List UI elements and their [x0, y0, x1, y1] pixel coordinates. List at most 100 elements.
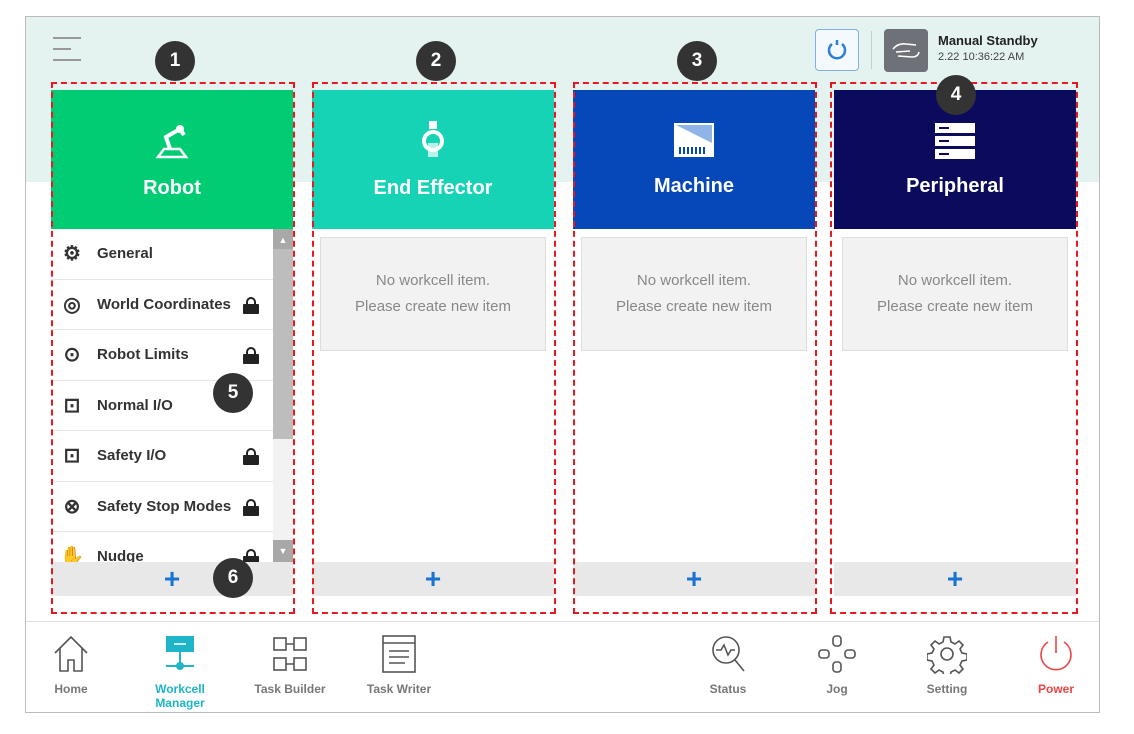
annotation-badge-1: 1 [155, 41, 195, 81]
nav-setting[interactable]: Setting [897, 634, 997, 696]
nav-task-writer-label: Task Writer [366, 682, 432, 696]
annotation-badge-4: 4 [936, 75, 976, 115]
peripheral-column: Peripheral No workcell item. Please creat… [834, 90, 1076, 596]
robot-setting-item[interactable]: ⚙ General [51, 229, 273, 280]
nav-workcell-label: Workcell Manager [155, 682, 205, 710]
add-end-effector-button[interactable]: + [312, 562, 554, 596]
robot-setting-item[interactable]: ⊙ Robot Limits [51, 330, 273, 381]
lock-icon [243, 498, 259, 516]
nav-task-builder[interactable]: Task Builder [240, 634, 340, 696]
empty-line-2: Please create new item [355, 298, 511, 315]
annotation-badge-2: 2 [416, 41, 456, 81]
peripheral-title: Peripheral [906, 175, 1004, 197]
nav-jog[interactable]: Jog [787, 634, 887, 696]
hand-icon [892, 42, 920, 58]
refresh-icon [827, 40, 847, 60]
nav-status[interactable]: Status [678, 634, 778, 696]
nav-task-builder-label: Task Builder [254, 682, 326, 696]
stop-icon: ⊗ [63, 495, 81, 518]
item-label: Normal I/O [97, 396, 173, 414]
io-icon: ⊡ [63, 394, 81, 417]
task-writer-icon [382, 635, 416, 673]
nav-divider [26, 621, 1099, 622]
add-robot-item-button[interactable]: + [51, 562, 293, 596]
divider [871, 31, 872, 69]
item-label: General [97, 245, 153, 263]
server-icon [935, 123, 975, 159]
machine-icon [674, 123, 714, 157]
gear-icon [927, 636, 967, 674]
lock-icon [243, 347, 259, 364]
robot-header[interactable]: Robot [51, 90, 293, 229]
workcell-icon [166, 636, 194, 670]
nav-power-label: Power [1037, 682, 1074, 696]
robot-setting-item[interactable]: ⊗ Safety Stop Modes [51, 482, 273, 532]
scrollbar-thumb[interactable] [273, 249, 293, 439]
nudge-icon: ✋ [59, 546, 85, 562]
manual-mode-button[interactable] [884, 29, 928, 72]
safety-io-icon: ⊡ [63, 445, 81, 468]
robot-setting-item[interactable]: ◎ World Coordinates [51, 280, 273, 330]
limit-icon: ⊙ [63, 344, 81, 367]
nav-jog-label: Jog [826, 682, 848, 696]
lock-icon [243, 549, 259, 562]
nav-status-label: Status [709, 682, 747, 696]
add-peripheral-button[interactable]: + [834, 562, 1076, 596]
empty-message: No workcell item. Please create new item [581, 237, 807, 351]
item-label: Safety I/O [97, 447, 167, 465]
item-label: Robot Limits [97, 346, 189, 364]
scroll-down-icon[interactable]: ▼ [273, 540, 293, 562]
hamburger-menu-icon[interactable] [53, 37, 81, 63]
robot-column: Robot ⚙ General ◎ World Coordinates ⊙ Robot L… [51, 90, 293, 596]
scrollbar[interactable]: ▲ ▼ [273, 229, 293, 562]
empty-line-2: Please create new item [877, 298, 1033, 315]
nav-home-label: Home [54, 682, 88, 696]
machine-title: Machine [653, 175, 735, 197]
refresh-button[interactable] [815, 29, 859, 71]
home-icon [54, 635, 88, 672]
status-datetime: 2.22 10:36:22 AM [938, 51, 1025, 63]
robot-arm-icon: ⚙ [63, 243, 81, 266]
nav-setting-label: Setting [926, 682, 968, 696]
robot-setting-item[interactable]: ⊡ Safety I/O [51, 431, 273, 482]
end-effector-title: End Effector [373, 177, 493, 199]
empty-line-1: No workcell item. [897, 272, 1013, 289]
status-icon [712, 636, 745, 672]
gripper-icon [422, 121, 444, 157]
nav-home[interactable]: Home [21, 634, 121, 696]
lock-icon [243, 448, 259, 465]
nav-task-writer[interactable]: Task Writer [349, 634, 449, 696]
item-label: Nudge [97, 548, 144, 562]
app-window: Manual Standby 2.22 10:36:22 AM Robot ⚙ G… [25, 16, 1100, 713]
globe-icon: ◎ [63, 293, 81, 316]
scroll-up-icon[interactable]: ▲ [273, 229, 293, 251]
annotation-badge-3: 3 [677, 41, 717, 81]
robot-setting-item[interactable]: ⊡ Normal I/O [51, 381, 273, 431]
machine-column: Machine No workcell item. Please create n… [573, 90, 815, 596]
robot-settings-list: ⚙ General ◎ World Coordinates ⊙ Robot Limits ⊡… [51, 229, 273, 562]
power-icon [1040, 636, 1072, 671]
add-machine-button[interactable]: + [573, 562, 815, 596]
robot-setting-item[interactable]: ✋ Nudge [51, 532, 273, 562]
end-effector-header[interactable]: End Effector [312, 90, 554, 229]
nav-power[interactable]: Power [1006, 634, 1106, 696]
item-label: Safety Stop Modes [97, 497, 232, 515]
jog-icon [818, 635, 856, 673]
robot-title: Robot [143, 177, 201, 199]
robot-status: Manual Standby 2.22 10:36:22 AM [938, 33, 1038, 63]
item-label: World Coordinates [97, 295, 231, 313]
robot-arm-icon [155, 125, 189, 159]
machine-header[interactable]: Machine [573, 90, 815, 229]
task-builder-icon [273, 637, 307, 671]
end-effector-column: End Effector No workcell item. Please cre… [312, 90, 554, 596]
lock-icon [243, 296, 259, 314]
empty-line-1: No workcell item. [636, 272, 752, 289]
empty-line-2: Please create new item [616, 298, 772, 315]
empty-message: No workcell item. Please create new item [842, 237, 1068, 351]
status-title: Manual Standby [938, 33, 1038, 48]
annotation-badge-5: 5 [213, 373, 253, 413]
annotation-badge-6: 6 [213, 558, 253, 598]
nav-workcell-manager[interactable]: Workcell Manager [130, 634, 230, 710]
empty-message: No workcell item. Please create new item [320, 237, 546, 351]
empty-line-1: No workcell item. [375, 272, 491, 289]
